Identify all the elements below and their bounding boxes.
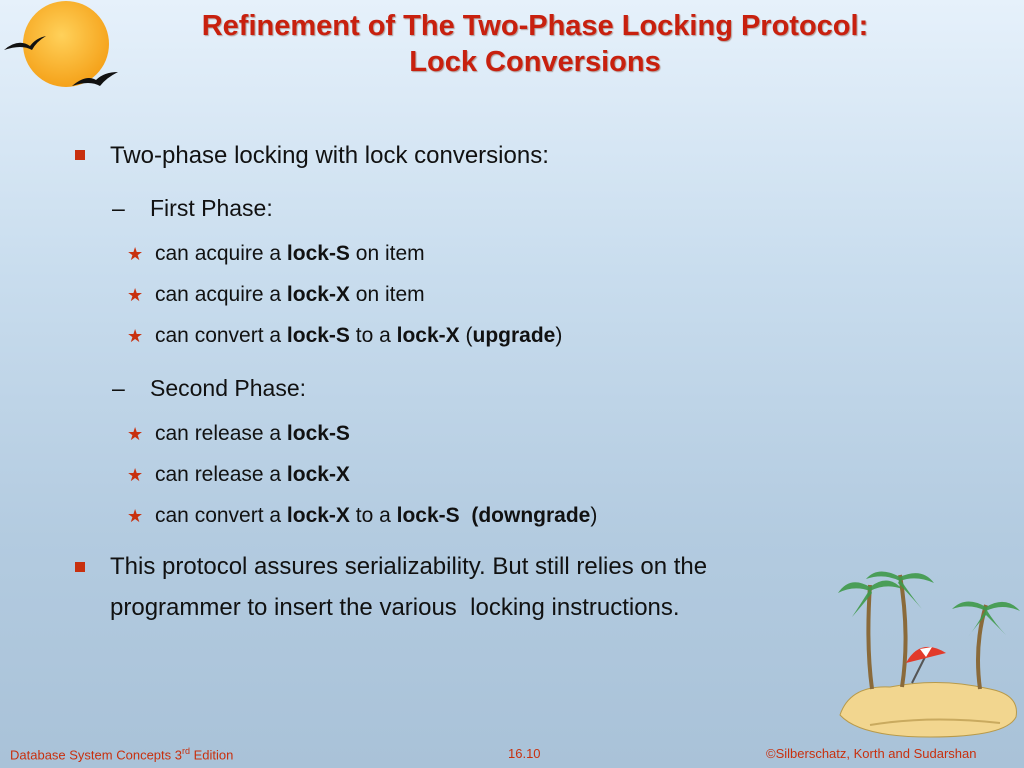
dash-icon: – — [112, 195, 125, 221]
phase-1-item-2: can acquire a lock-X on item — [155, 283, 425, 306]
phase-1-item-3: can convert a lock-S to a lock-X (upgrad… — [155, 324, 563, 347]
palm-island-decoration — [838, 571, 1020, 738]
bullet-2-line-1: This protocol assures serializability. B… — [110, 553, 708, 580]
slide-content: Two-phase locking with lock conversions:… — [75, 142, 708, 621]
square-bullet-icon — [75, 562, 85, 572]
star-bullet-icon: ★ — [127, 244, 144, 264]
slide-title: Refinement of The Two-Phase Locking Prot… — [120, 8, 950, 80]
star-bullet-icon: ★ — [127, 465, 144, 485]
phase-2-item-1: can release a lock-S — [155, 422, 350, 445]
dash-icon: – — [112, 375, 125, 401]
phase-1-label: First Phase: — [150, 195, 273, 221]
star-bullet-icon: ★ — [127, 326, 144, 346]
footer-left: Database System Concepts 3rd Edition — [10, 746, 234, 763]
footer-right: ©Silberschatz, Korth and Sudarshan — [766, 746, 977, 761]
phase-2-item-3: can convert a lock-X to a lock-S (downgr… — [155, 504, 598, 527]
footer-page-number: 16.10 — [508, 746, 541, 761]
title-line-1: Refinement of The Two-Phase Locking Prot… — [201, 10, 869, 42]
star-bullet-icon: ★ — [127, 424, 144, 444]
sun-birds-decoration — [4, 1, 118, 87]
phase-2-item-2: can release a lock-X — [155, 463, 350, 486]
bullet-2-line-2: programmer to insert the various locking… — [110, 594, 680, 621]
square-bullet-icon — [75, 150, 85, 160]
star-bullet-icon: ★ — [127, 285, 144, 305]
title-line-2: Lock Conversions — [409, 46, 661, 78]
star-bullet-icon: ★ — [127, 506, 144, 526]
phase-2-label: Second Phase: — [150, 375, 307, 401]
phase-1-item-1: can acquire a lock-S on item — [155, 242, 425, 265]
bullet-1-text: Two-phase locking with lock conversions: — [110, 142, 549, 169]
